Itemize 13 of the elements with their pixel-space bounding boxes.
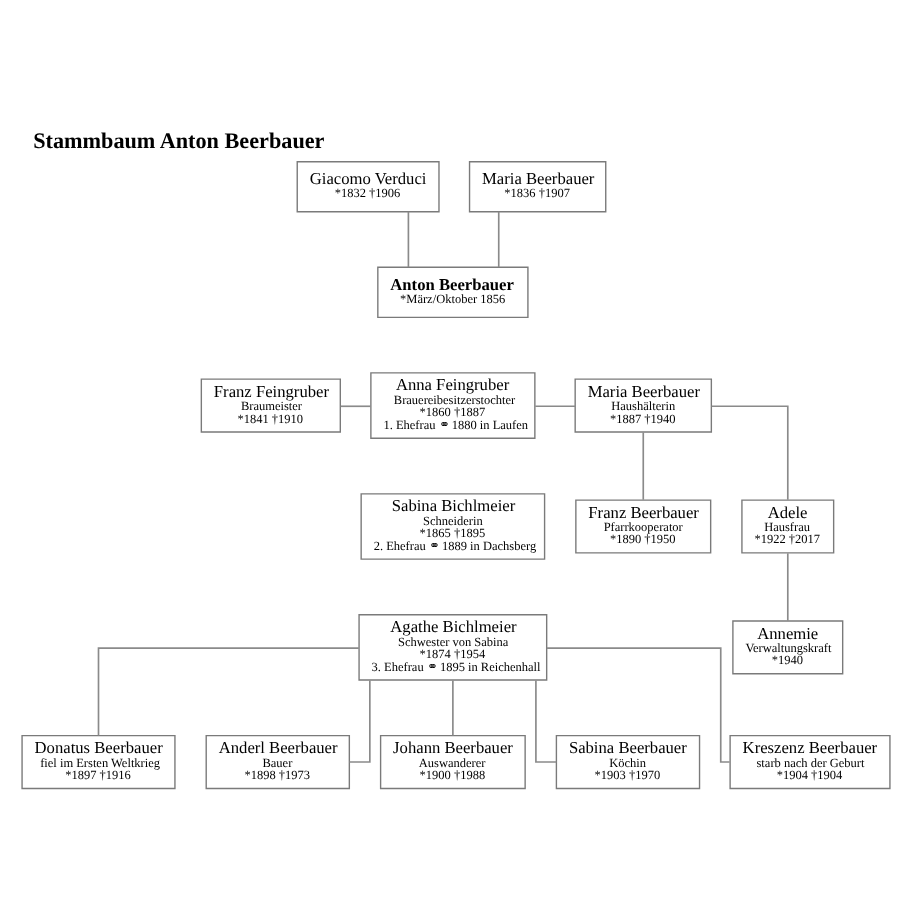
connector <box>535 678 558 762</box>
connector <box>546 646 731 762</box>
connector <box>348 678 371 762</box>
connector <box>339 404 372 407</box>
connector <box>534 404 576 407</box>
connector <box>452 678 454 736</box>
diagram-title: Stammbaum Anton Beerbauer <box>33 128 325 153</box>
connector <box>786 551 789 621</box>
connector <box>97 646 360 736</box>
connector <box>497 209 500 267</box>
connector <box>407 209 410 267</box>
connector <box>642 430 645 500</box>
connector <box>710 404 789 500</box>
